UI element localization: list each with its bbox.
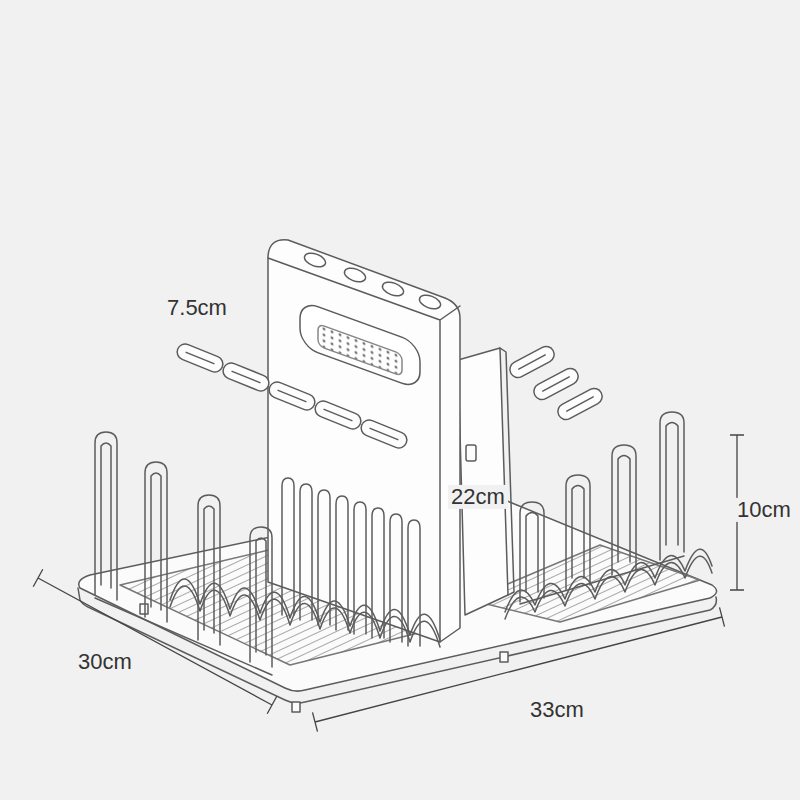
dimension-label: 7.5cm bbox=[164, 296, 230, 320]
dimension-lines bbox=[33, 435, 744, 732]
dimension-label: 33cm bbox=[527, 698, 587, 722]
dimension-label: 10cm bbox=[734, 498, 794, 522]
dimension-label: 30cm bbox=[75, 650, 135, 674]
rack-lines bbox=[78, 240, 717, 712]
dimension-label: 22cm bbox=[448, 485, 508, 509]
